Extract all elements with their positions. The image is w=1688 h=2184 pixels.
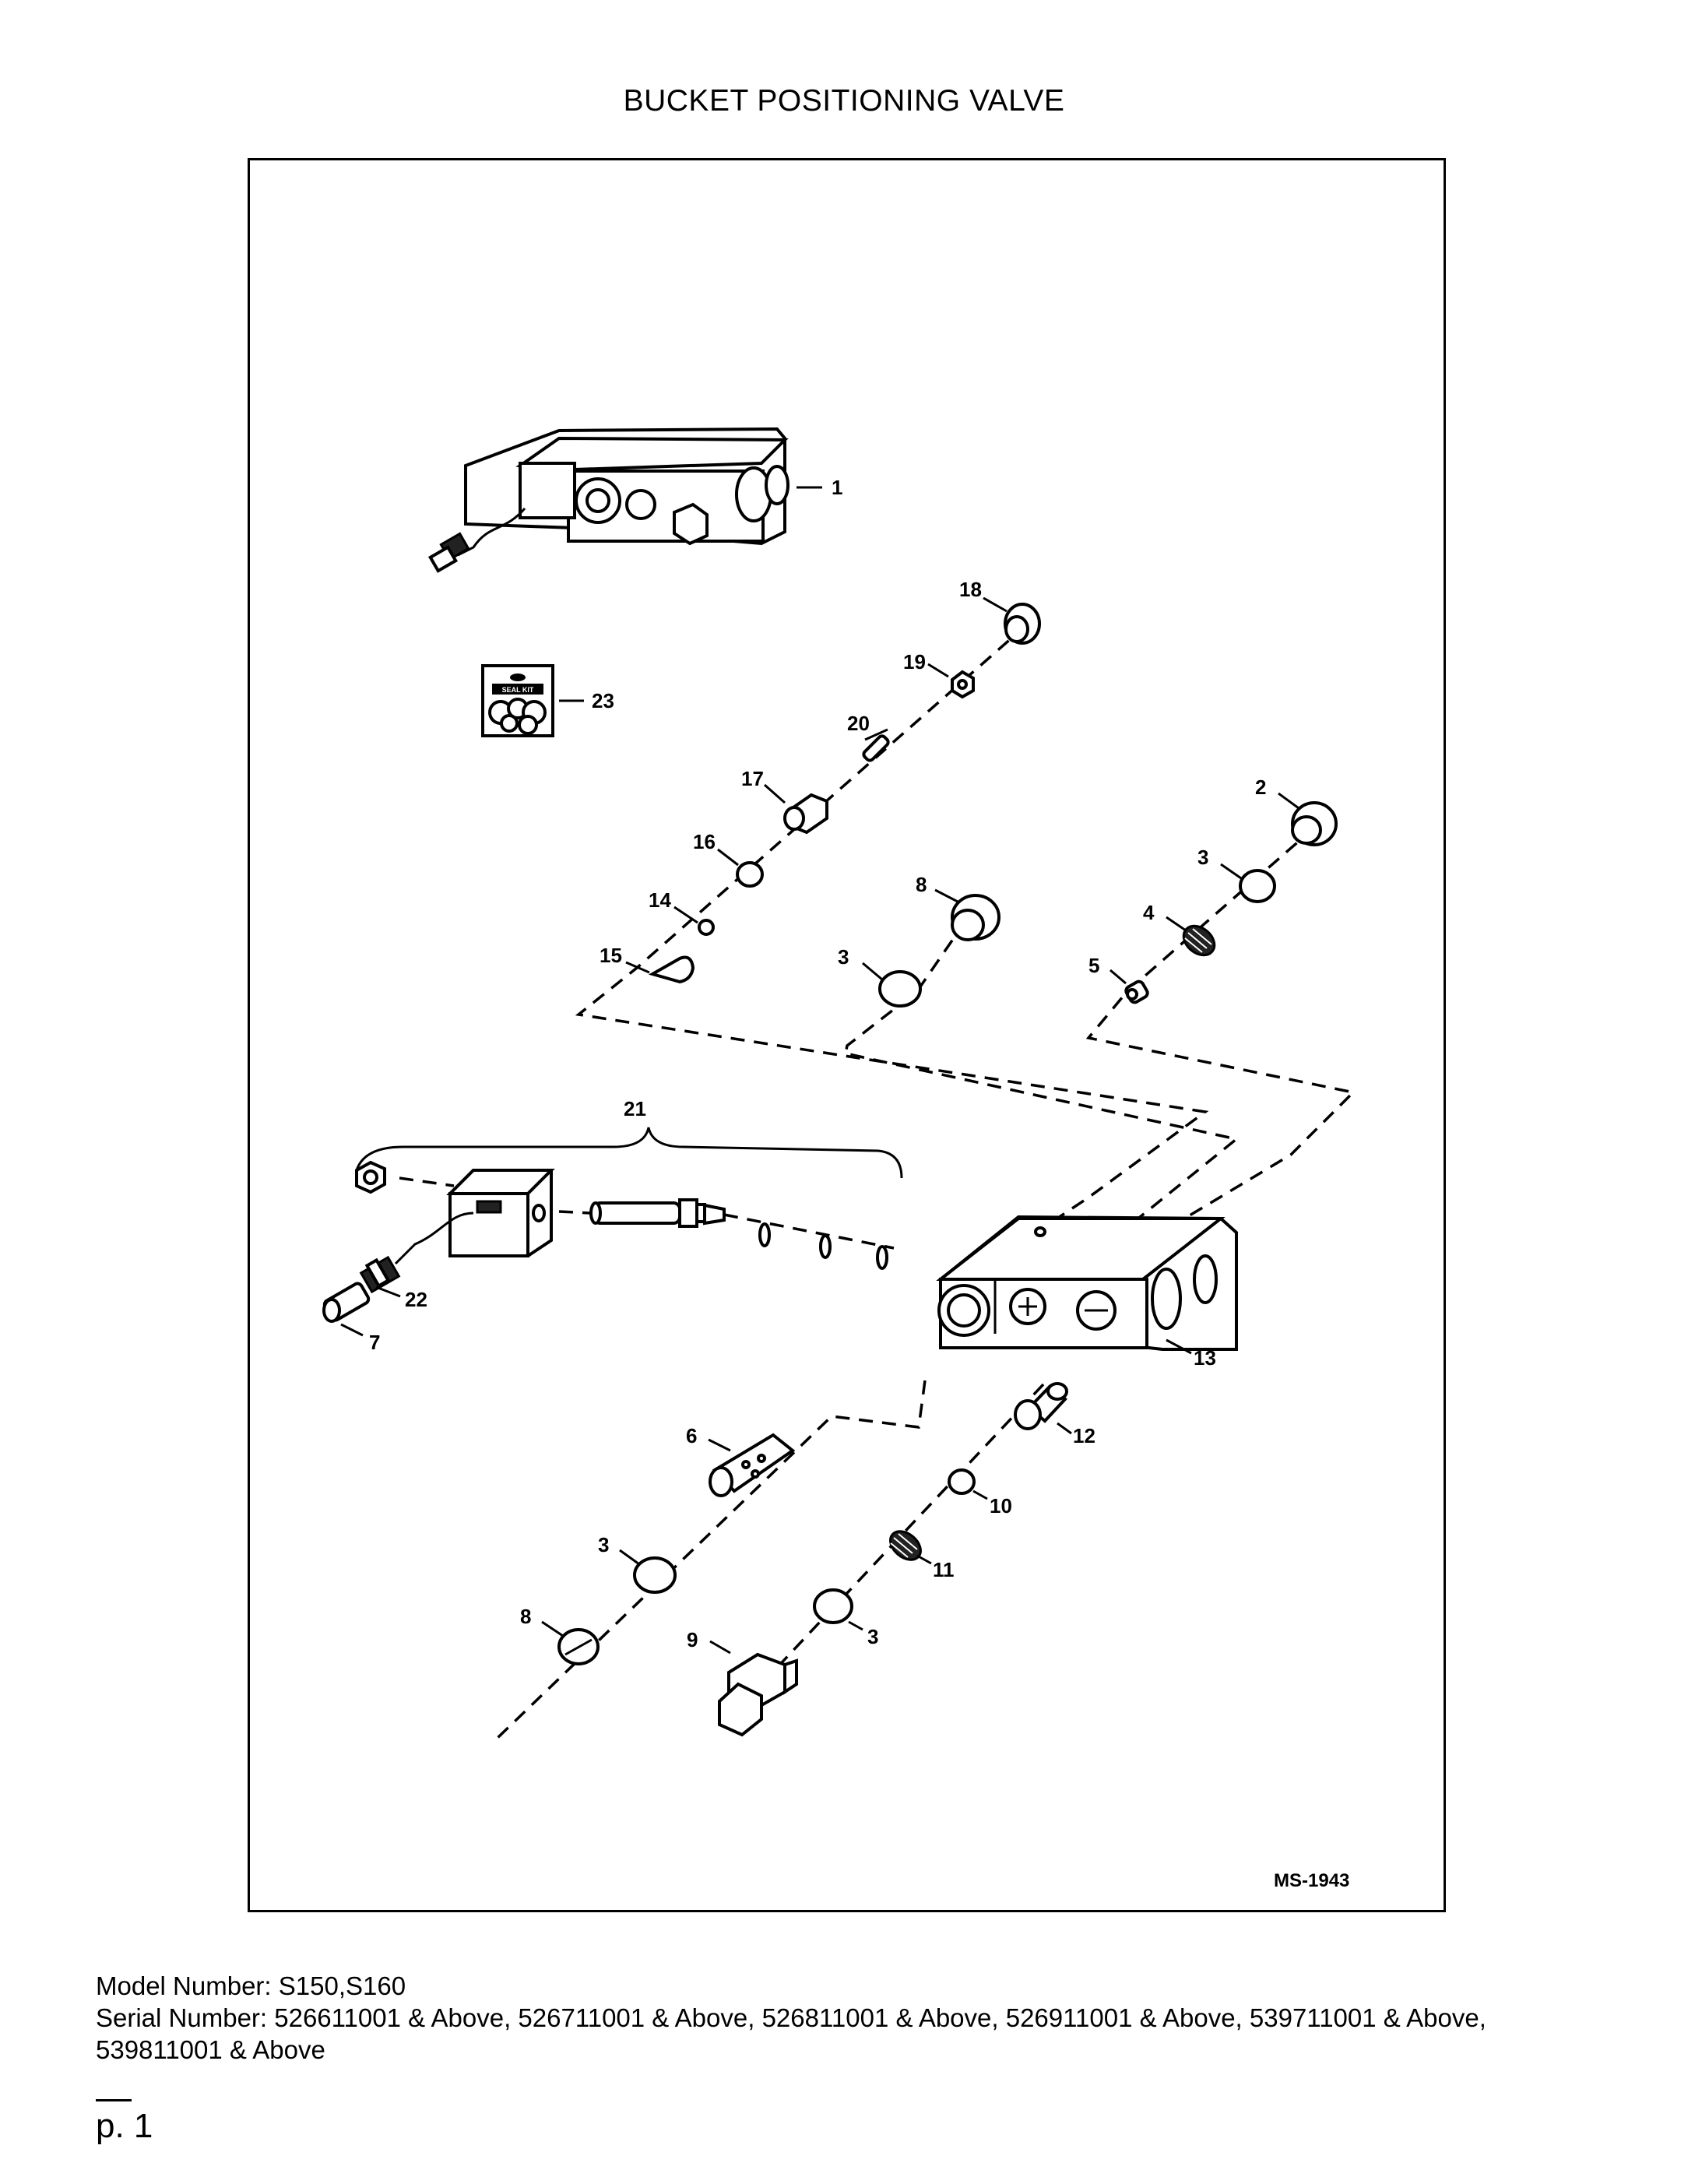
- callout-17: 17: [741, 767, 764, 790]
- spring-part-4: [1182, 924, 1216, 957]
- page-rule: [96, 2099, 132, 2101]
- page-number: p. 1: [96, 2107, 153, 2145]
- callout-3-right: 3: [1197, 846, 1208, 869]
- o-ring-part-10: [948, 1468, 976, 1495]
- seal-kit-part-23: SEAL KIT: [481, 664, 584, 737]
- callout-10: 10: [990, 1494, 1012, 1518]
- callout-8-upper: 8: [916, 873, 927, 896]
- connector-part-7: [322, 1282, 371, 1323]
- plug-part-8-lower: [557, 1628, 600, 1665]
- callout-12: 12: [1073, 1424, 1095, 1447]
- o-rings-part-21d: [758, 1222, 888, 1270]
- ball-part-14: [698, 919, 715, 936]
- callout-5: 5: [1088, 954, 1099, 977]
- valve-body-part-13: [936, 1215, 1238, 1351]
- callout-14: 14: [649, 888, 671, 912]
- callout-13: 13: [1194, 1346, 1216, 1370]
- valve-assembly-part-1: [428, 427, 822, 573]
- fitting-part-9: [718, 1652, 798, 1737]
- callout-15: 15: [600, 944, 622, 967]
- o-ring-part-3-middle: [878, 970, 922, 1008]
- nut-part-21a: [355, 1160, 386, 1194]
- connector-part-22: [359, 1255, 401, 1294]
- poppet-part-5: [1124, 979, 1149, 1004]
- callout-4: 4: [1143, 901, 1155, 924]
- o-ring-part-16: [736, 861, 764, 888]
- plug-part-18: [1004, 603, 1041, 645]
- callout-3-lower-left: 3: [598, 1533, 609, 1556]
- o-ring-part-3-lower-right: [813, 1588, 853, 1624]
- poppet-part-12: [1014, 1382, 1068, 1430]
- nut-part-19: [951, 670, 975, 699]
- cartridge-part-21c: [589, 1198, 726, 1228]
- callout-8-lower: 8: [520, 1605, 531, 1628]
- callout-22: 22: [405, 1288, 427, 1311]
- callout-6: 6: [686, 1424, 697, 1447]
- drawing-id: MS-1943: [1274, 1870, 1349, 1891]
- callout-2: 2: [1255, 775, 1266, 799]
- fitting-part-17: [783, 793, 828, 835]
- callout-16: 16: [693, 830, 716, 853]
- callout-3-lower-right: 3: [867, 1625, 878, 1648]
- model-number: Model Number: S150,S160: [96, 1971, 406, 2000]
- exploded-parts-diagram: .part { fill:#fff; stroke:#000; stroke-w…: [322, 427, 1356, 1891]
- callout-11: 11: [933, 1558, 955, 1581]
- plug-part-8-upper: [951, 894, 1000, 941]
- callout-19: 19: [903, 650, 926, 673]
- callout-9: 9: [687, 1628, 698, 1651]
- callout-3-middle: 3: [838, 945, 849, 969]
- page-title: BUCKET POSITIONING VALVE: [623, 84, 1065, 118]
- callout-1: 1: [832, 476, 842, 499]
- diagram-frame: [248, 158, 1446, 1912]
- o-ring-part-3-right: [1239, 869, 1276, 903]
- callout-7: 7: [369, 1331, 380, 1354]
- solenoid-coil-part-21b: [446, 1169, 555, 1257]
- seal-kit-label: SEAL KIT: [502, 686, 534, 694]
- callout-21: 21: [624, 1097, 646, 1120]
- pin-part-20: [862, 734, 890, 762]
- poppet-part-15: [648, 955, 695, 984]
- cartridge-part-6: [709, 1433, 796, 1497]
- serial-number: Serial Number: 526611001 & Above, 526711…: [96, 2003, 1486, 2064]
- callout-18: 18: [959, 578, 982, 601]
- callout-20: 20: [847, 712, 870, 735]
- callout-23: 23: [592, 689, 614, 712]
- plug-part-2: [1291, 801, 1338, 846]
- spring-part-11: [889, 1530, 922, 1561]
- footer-info: Model Number: S150,S160 Serial Number: 5…: [96, 1970, 1575, 2066]
- o-ring-part-3-lower-left: [633, 1556, 677, 1594]
